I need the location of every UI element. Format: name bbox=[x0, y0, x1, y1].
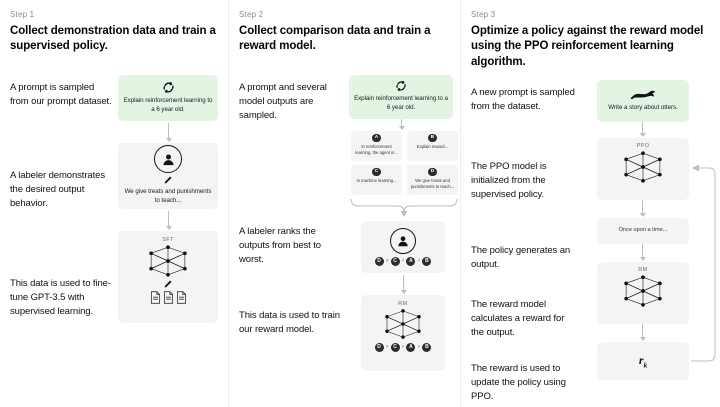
rm-rank-2-badge: C bbox=[390, 342, 400, 352]
labeler-card-2[interactable]: D > C > A > B bbox=[361, 220, 445, 273]
rm-rank-4-badge: B bbox=[422, 342, 432, 352]
prompt-card-2-caption: Explain reinforcement learning to a 6 ye… bbox=[354, 95, 448, 112]
prompt-card-3-caption: Write a story about otters. bbox=[608, 104, 678, 112]
neural-network-icon bbox=[620, 274, 666, 308]
rank-sep-3: > bbox=[417, 258, 421, 265]
option-a-text: In reinforcement learning, the agent is.… bbox=[355, 144, 398, 155]
reward-symbol: rk bbox=[638, 352, 648, 370]
step-label-3: Step 3 bbox=[471, 10, 496, 19]
arrow-1-2 bbox=[165, 210, 172, 230]
generated-output-text: Once upon a time... bbox=[618, 226, 668, 233]
column-step-3: Step 3 Optimize a policy against the rew… bbox=[460, 0, 720, 407]
ppo-card-title: PPO bbox=[636, 142, 650, 149]
arrow-3-1 bbox=[639, 121, 646, 137]
pencil-icon bbox=[163, 175, 173, 185]
description-3-3: The policy generates an output. bbox=[471, 244, 571, 271]
rank-2-badge: C bbox=[390, 256, 400, 266]
recycle-icon bbox=[162, 81, 175, 94]
pencil-icon bbox=[163, 279, 173, 289]
option-d-badge: D bbox=[428, 167, 437, 177]
rm-rank-sep-3: > bbox=[417, 344, 421, 351]
labeler-card-1[interactable]: We give treats and punishments to teach.… bbox=[118, 142, 218, 209]
rank-3-badge: A bbox=[406, 256, 416, 266]
reward-value-card[interactable]: rk bbox=[597, 341, 689, 380]
sft-model-card[interactable]: SFT bbox=[118, 230, 218, 323]
merge-brace bbox=[349, 197, 459, 221]
arrow-2-2 bbox=[400, 274, 407, 294]
description-1-3: This data is used to fine-tune GPT-3.5 w… bbox=[10, 277, 111, 318]
column-step-2: Step 2 Collect comparison data and train… bbox=[228, 0, 460, 407]
step-label-1: Step 1 bbox=[10, 10, 35, 19]
arrow-3-2 bbox=[639, 199, 646, 217]
ppo-model-card[interactable]: PPO bbox=[597, 137, 689, 200]
description-3-1: A new prompt is sampled from the dataset… bbox=[471, 86, 575, 113]
headline-2: Collect comparison data and train a rewa… bbox=[239, 25, 431, 53]
prompt-card-1[interactable]: Explain reinforcement learning to a 6 ye… bbox=[118, 74, 218, 121]
rm-model-card-step2[interactable]: RM bbox=[361, 294, 445, 371]
arrow-3-4 bbox=[639, 323, 646, 341]
neural-network-icon bbox=[620, 150, 666, 184]
headline-3: Optimize a policy against the reward mod… bbox=[471, 25, 704, 68]
rm-rank-1-badge: D bbox=[374, 342, 384, 352]
description-3-5: The reward is used to update the policy … bbox=[471, 362, 566, 403]
sft-card-title: SFT bbox=[162, 236, 174, 243]
ranking-row-rm: D > C > A > B bbox=[374, 342, 432, 352]
option-c-text: In machine learning... bbox=[356, 178, 397, 184]
rank-sep-2: > bbox=[401, 258, 405, 265]
recycle-icon bbox=[395, 80, 407, 92]
description-2-3: This data is used to train our reward mo… bbox=[239, 309, 340, 335]
output-option-a[interactable]: A In reinforcement learning, the agent i… bbox=[351, 130, 402, 161]
option-b-badge: B bbox=[428, 133, 437, 143]
update-policy-loop bbox=[685, 158, 720, 368]
rm-card-title-step3: RM bbox=[638, 266, 648, 273]
otter-icon bbox=[630, 88, 656, 101]
rm-rank-sep-2: > bbox=[401, 344, 405, 351]
option-c-badge: C bbox=[372, 167, 381, 177]
description-3-4: The reward model calculates a reward for… bbox=[471, 298, 565, 339]
column-step-1: Step 1 Collect demonstration data and tr… bbox=[0, 0, 228, 407]
step-label-2: Step 2 bbox=[239, 10, 264, 19]
description-2-2: A labeler ranks the outputs from best to… bbox=[239, 225, 321, 266]
prompt-card-3[interactable]: Write a story about otters. bbox=[597, 79, 689, 122]
description-3-2: The PPO model is initialized from the su… bbox=[471, 160, 547, 201]
arrow-3-3 bbox=[639, 243, 646, 261]
rm-model-card-step3[interactable]: RM bbox=[597, 261, 689, 324]
option-a-badge: A bbox=[372, 133, 381, 143]
rm-rank-sep-1: > bbox=[385, 344, 389, 351]
neural-network-icon bbox=[145, 244, 191, 278]
prompt-card-1-caption: Explain reinforcement learning to a 6 ye… bbox=[123, 96, 213, 113]
documents-icon bbox=[150, 290, 187, 304]
rank-1-badge: D bbox=[374, 256, 384, 266]
arrow-2-1 bbox=[398, 118, 405, 130]
description-2-1: A prompt and several model outputs are s… bbox=[239, 81, 327, 122]
labeler-person-icon bbox=[390, 227, 416, 254]
ranking-row-labeler: D > C > A > B bbox=[374, 256, 432, 266]
rm-card-title-step2: RM bbox=[398, 300, 408, 307]
headline-1: Collect demonstration data and train a s… bbox=[10, 25, 216, 53]
description-1-2: A labeler demonstrates the desired outpu… bbox=[10, 169, 105, 210]
rm-rank-3-badge: A bbox=[406, 342, 416, 352]
option-b-text: Explain reward... bbox=[416, 144, 449, 150]
rank-4-badge: B bbox=[422, 256, 432, 266]
prompt-card-2[interactable]: Explain reinforcement learning to a 6 ye… bbox=[349, 74, 453, 119]
labeler-card-1-caption: We give treats and punishments to teach.… bbox=[124, 188, 212, 205]
option-d-text: We give treats and punishments to teach.… bbox=[410, 178, 455, 189]
output-option-d[interactable]: D We give treats and punishments to teac… bbox=[407, 164, 458, 195]
arrow-1-1 bbox=[165, 122, 172, 142]
description-1-1: A prompt is sampled from our prompt data… bbox=[10, 81, 112, 107]
rank-sep-1: > bbox=[385, 258, 389, 265]
neural-network-icon bbox=[381, 308, 425, 340]
generated-output-card[interactable]: Once upon a time... bbox=[597, 217, 689, 244]
labeler-person-icon bbox=[154, 145, 182, 174]
output-option-c[interactable]: C In machine learning... bbox=[351, 164, 402, 195]
output-option-b[interactable]: B Explain reward... bbox=[407, 130, 458, 161]
